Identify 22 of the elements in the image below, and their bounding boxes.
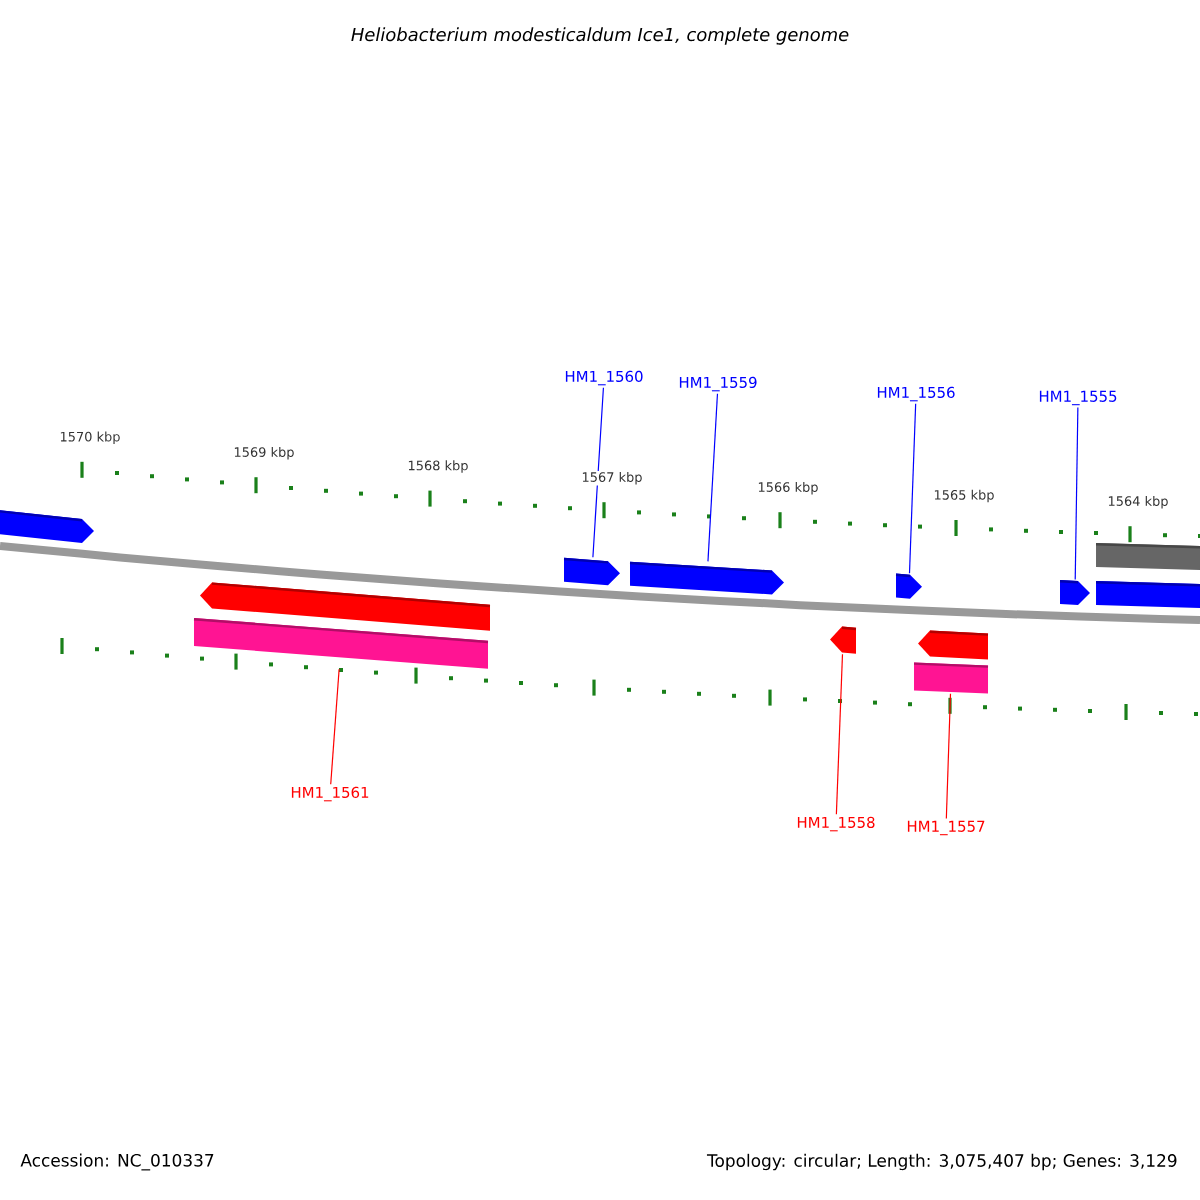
- footer-text: Topology: circular; Length: 3,075,407 bp; Genes: 3,129: [706, 1153, 1177, 1171]
- leader-line: [1074, 407, 1079, 581]
- leader-line: [945, 693, 952, 819]
- gene-feature: [563, 557, 620, 586]
- gene-feature: [629, 561, 784, 595]
- cds-feature: [1096, 543, 1200, 571]
- leader-line: [707, 393, 719, 562]
- gene-feature: [0, 508, 94, 543]
- cds-feature: [193, 618, 489, 669]
- gene-feature: [895, 573, 922, 599]
- gene-feature: [1059, 580, 1090, 605]
- leader-line: [835, 653, 844, 815]
- cds-feature: [913, 662, 989, 694]
- leader-line: [592, 387, 604, 558]
- gene-feature: [200, 582, 491, 631]
- gene-feature: [830, 626, 857, 654]
- title: Heliobacterium modesticaldum Ice1, complete genome: [351, 27, 849, 45]
- leader-line: [330, 668, 340, 785]
- footer-text: Accession: NC_010337: [20, 1153, 214, 1171]
- gene-feature: [918, 630, 989, 660]
- leader-line: [908, 403, 917, 574]
- cds-feature: [1096, 581, 1200, 609]
